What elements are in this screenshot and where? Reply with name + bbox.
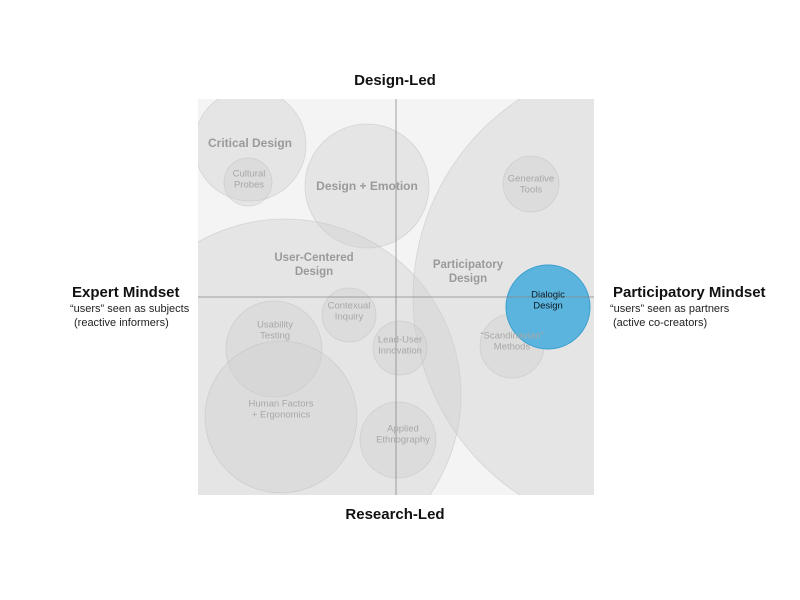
human-factors-bubble <box>204 340 358 494</box>
human-factors-label-line: + Ergonomics <box>252 410 311 421</box>
user-centered-design-label-line: Design <box>295 266 333 278</box>
user-centered-design-bubble <box>198 218 462 495</box>
axis-right-note: (active co-creators) <box>613 317 708 329</box>
generative-tools-label-line: Generative <box>508 174 554 185</box>
lead-user-innovation-label-line: Lead-User <box>378 335 422 346</box>
dialogic-design-label-line: Dialogic <box>531 290 565 301</box>
axis-left-note: (reactive informers) <box>74 317 169 329</box>
scandinavian-methods-label-line: “Scandinavian” <box>480 331 543 342</box>
critical-design-label: Critical Design <box>208 136 292 150</box>
scandinavian-methods-label: “Scandinavian”Methods <box>480 331 543 353</box>
axis-bottom-label: Research-Led <box>345 506 445 523</box>
axis-right-title: Participatory Mindset <box>613 284 766 301</box>
applied-ethnography-label-line: Ethnography <box>376 435 430 446</box>
human-factors-label-line: Human Factors <box>249 399 314 410</box>
usability-testing-label-line: Testing <box>260 331 290 342</box>
participatory-design-label-line: Participatory <box>433 259 504 271</box>
axis-top-label: Design-Led <box>354 72 436 89</box>
cultural-probes-label-line: Probes <box>234 180 264 191</box>
critical-design-label-line: Critical Design <box>208 136 292 150</box>
generative-tools-bubble <box>502 155 560 213</box>
contextual-inquiry-label-line: Contexual <box>328 301 371 312</box>
applied-ethnography-bubble <box>359 401 437 479</box>
participatory-design-label-line: Design <box>449 273 487 285</box>
axis-right-subtitle: “users” seen as partners <box>610 303 730 315</box>
dialogic-design-label-line: Design <box>533 301 563 312</box>
usability-testing-bubble <box>225 300 323 398</box>
contextual-inquiry-bubble <box>321 287 377 343</box>
scandinavian-methods-label-line: Methods <box>494 342 531 353</box>
cultural-probes-bubble <box>223 157 273 207</box>
human-factors-label: Human Factors+ Ergonomics <box>249 399 314 421</box>
design-emotion-bubble <box>304 123 430 249</box>
usability-testing-label-line: Usability <box>257 320 293 331</box>
lead-user-innovation-label-line: Innovation <box>378 346 422 357</box>
dialogic-design-bubble <box>505 264 591 350</box>
applied-ethnography-label-line: Applied <box>387 424 419 435</box>
lead-user-innovation-bubble <box>372 320 428 376</box>
generative-tools-label-line: Tools <box>520 185 542 196</box>
contextual-inquiry-label-line: Inquiry <box>335 312 364 323</box>
axis-left-title: Expert Mindset <box>72 284 180 301</box>
axis-left-subtitle: “users” seen as subjects <box>70 303 190 315</box>
user-centered-design-label-line: User-Centered <box>274 252 353 264</box>
design-emotion-label-line: Design + Emotion <box>316 179 418 193</box>
design-emotion-label: Design + Emotion <box>316 179 418 193</box>
cultural-probes-label-line: Cultural <box>233 169 266 180</box>
